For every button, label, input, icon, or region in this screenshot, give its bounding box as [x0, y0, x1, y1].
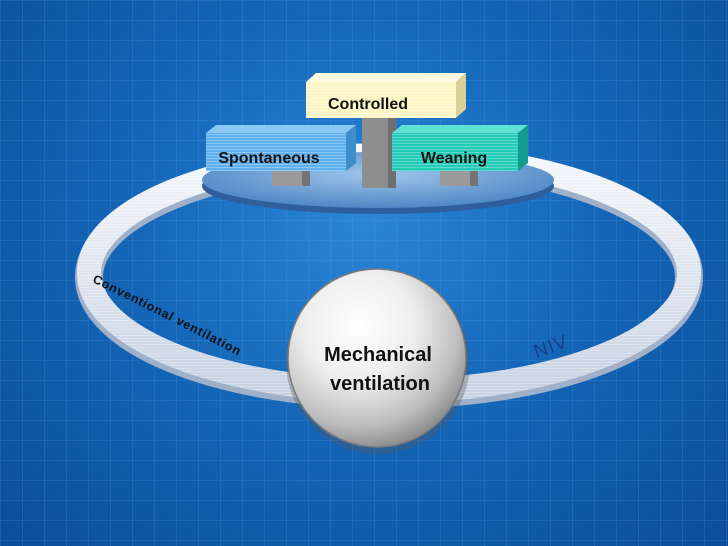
controlled-label: Controlled [328, 96, 408, 113]
weaning-label: Weaning [421, 150, 487, 167]
weaning-box: Weaning [392, 125, 528, 171]
mechanical-ventilation-sphere: Mechanical ventilation [286, 268, 470, 454]
center-label-line2: ventilation [330, 373, 430, 395]
controlled-box: Controlled [306, 73, 466, 118]
center-label-line1: Mechanical [324, 344, 432, 366]
spontaneous-box: Spontaneous [206, 125, 356, 171]
spontaneous-label: Spontaneous [218, 150, 319, 167]
